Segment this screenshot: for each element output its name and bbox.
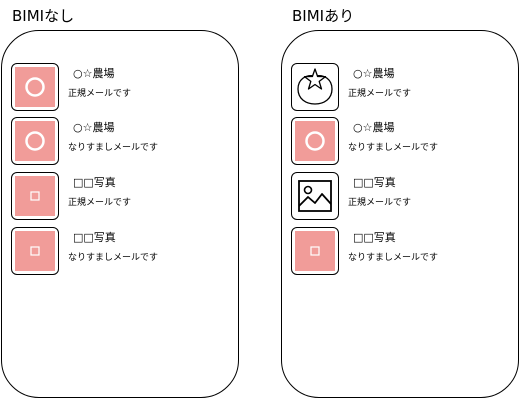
panel-title-without-bimi: BIMIなし <box>12 7 75 25</box>
sender-avatar <box>291 117 339 165</box>
sender-name: □□写真 <box>73 231 116 244</box>
sender-name: □□写真 <box>73 176 116 189</box>
square-placeholder-icon <box>30 246 40 256</box>
sender-avatar <box>291 172 339 220</box>
sender-avatar <box>11 172 59 220</box>
mail-item[interactable]: ○☆農場 正規メールです <box>11 63 231 113</box>
mail-item[interactable]: ○☆農場 なりすましメールです <box>291 117 511 167</box>
sender-avatar <box>11 227 59 275</box>
mail-item[interactable]: □□写真 なりすましメールです <box>11 227 231 277</box>
phone-with-bimi: ○☆農場 正規メールです ○☆農場 なりすましメールです □□写真 正規メールで… <box>281 30 519 398</box>
square-placeholder-icon <box>310 246 320 256</box>
mail-subject: 正規メールです <box>68 89 132 99</box>
mail-subject: なりすましメールです <box>348 143 439 153</box>
square-placeholder-icon <box>30 191 40 201</box>
sender-name: ○☆農場 <box>73 121 115 134</box>
mail-subject: なりすましメールです <box>348 253 439 263</box>
sender-name: ○☆農場 <box>353 67 395 80</box>
mail-item[interactable]: ○☆農場 正規メールです <box>291 63 511 113</box>
sender-avatar <box>11 117 59 165</box>
sender-name: ○☆農場 <box>73 67 115 80</box>
sender-avatar <box>291 63 339 111</box>
phone-without-bimi: ○☆農場 正規メールです ○☆農場 なりすましメールです □□写真 正規メールで… <box>1 30 239 398</box>
mail-subject: なりすましメールです <box>68 253 159 263</box>
mail-item[interactable]: ○☆農場 なりすましメールです <box>11 117 231 167</box>
mail-subject: なりすましメールです <box>68 143 159 153</box>
mail-subject: 正規メールです <box>348 89 412 99</box>
image-logo-icon <box>298 180 332 212</box>
circle-placeholder-icon <box>25 131 45 151</box>
mail-subject: 正規メールです <box>348 198 412 208</box>
circle-placeholder-icon <box>305 131 325 151</box>
mail-item[interactable]: □□写真 なりすましメールです <box>291 227 511 277</box>
sender-name: ○☆農場 <box>353 121 395 134</box>
mail-subject: 正規メールです <box>68 198 132 208</box>
mail-item[interactable]: □□写真 正規メールです <box>291 172 511 222</box>
sender-name: □□写真 <box>353 231 396 244</box>
sender-avatar <box>291 227 339 275</box>
panel-title-with-bimi: BIMIあり <box>292 7 355 25</box>
circle-placeholder-icon <box>25 77 45 97</box>
sender-avatar <box>11 63 59 111</box>
mail-item[interactable]: □□写真 正規メールです <box>11 172 231 222</box>
sender-name: □□写真 <box>353 176 396 189</box>
tomato-logo-icon <box>297 68 333 105</box>
